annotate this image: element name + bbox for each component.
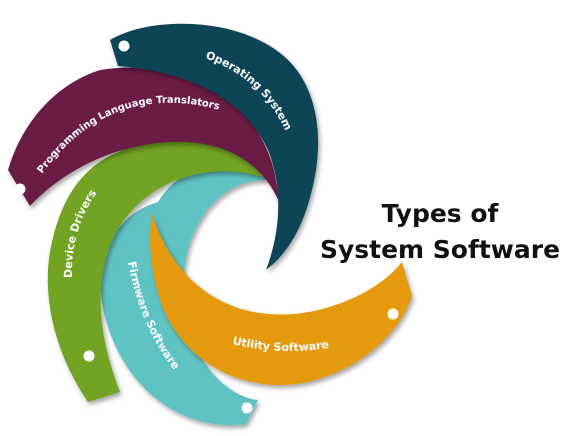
- segment-shape: [110, 23, 319, 270]
- segment-end-marker: [83, 350, 95, 362]
- segment-end-marker: [118, 40, 130, 52]
- segment-shape: [47, 139, 266, 402]
- segment-end-marker: [387, 308, 399, 320]
- segment-end-marker: [241, 402, 253, 414]
- segment-shape: [8, 67, 280, 206]
- segment-shape: [100, 162, 268, 426]
- segment-shape: [150, 214, 412, 386]
- segment-device-drivers: Device Drivers: [47, 139, 266, 402]
- segment-utility-software: Utility Software: [150, 214, 412, 386]
- diagram-title-line-2: System Software: [320, 235, 560, 264]
- diagram-title-line-1: Types of: [382, 199, 500, 228]
- segment-end-marker: [14, 183, 26, 195]
